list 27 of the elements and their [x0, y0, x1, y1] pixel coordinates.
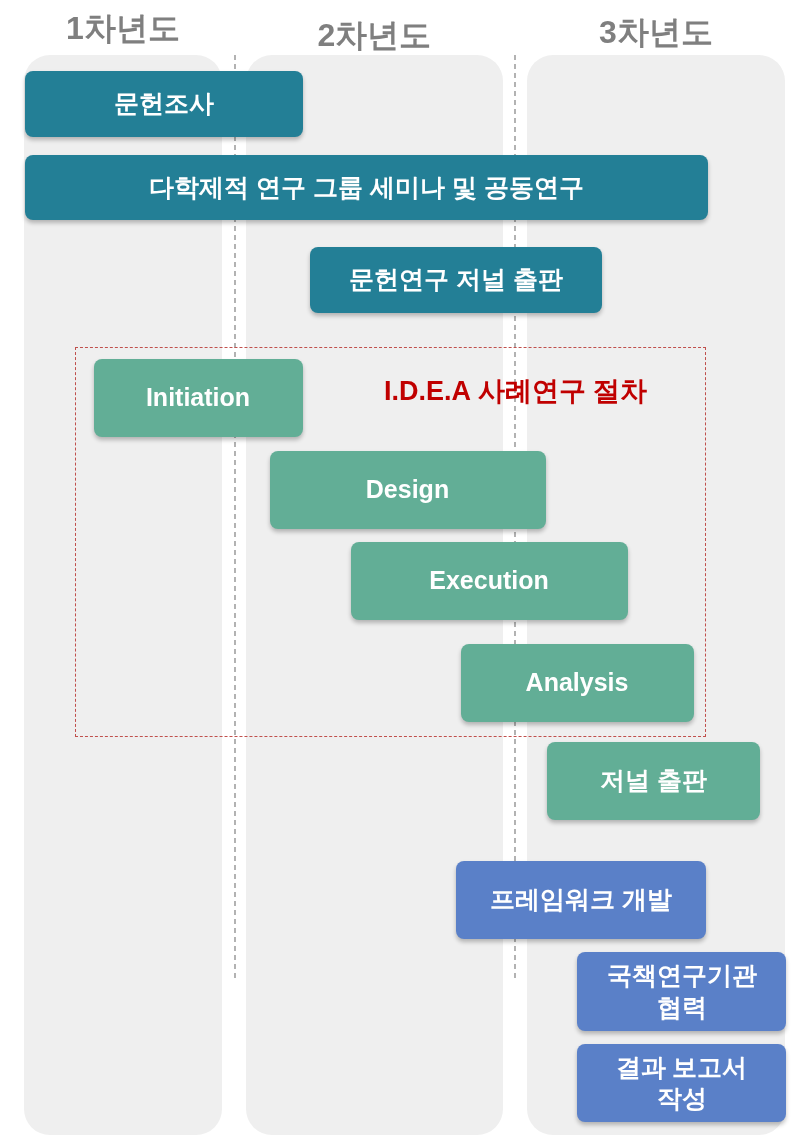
task-label: Initiation — [145, 381, 251, 413]
task-bar — [93, 358, 303, 437]
task-bar — [577, 1044, 786, 1122]
group-title: I.D.E.A 사례연구 절차 — [384, 375, 647, 408]
task-label: 문헌연구 저널 출판 — [349, 264, 563, 296]
task-label: 프레임워크 개발 — [490, 884, 672, 916]
task-bar — [25, 155, 708, 220]
task-label: 문헌조사 — [114, 88, 214, 120]
task-bar — [269, 450, 546, 529]
task-bar — [310, 247, 602, 313]
task-bar — [460, 643, 694, 722]
task-label: 국책연구기관 협력 — [605, 960, 758, 1023]
task-bar — [547, 742, 760, 820]
year-heading: 2차년도 — [316, 16, 433, 55]
task-bar — [456, 861, 706, 939]
task-label: Analysis — [525, 666, 629, 698]
task-label: 결과 보고서 작성 — [614, 1051, 749, 1114]
task-label: 다학제적 연구 그룹 세미나 및 공동연구 — [149, 171, 584, 203]
task-bar — [577, 952, 786, 1031]
task-label: Execution — [429, 564, 549, 596]
task-label: 저널 출판 — [600, 765, 707, 797]
task-bar — [350, 541, 628, 620]
year-heading: 3차년도 — [598, 13, 714, 52]
task-label: Design — [365, 473, 450, 505]
task-bar — [25, 71, 303, 137]
dashed-group-box — [75, 347, 706, 737]
year-heading: 1차년도 — [65, 9, 181, 48]
